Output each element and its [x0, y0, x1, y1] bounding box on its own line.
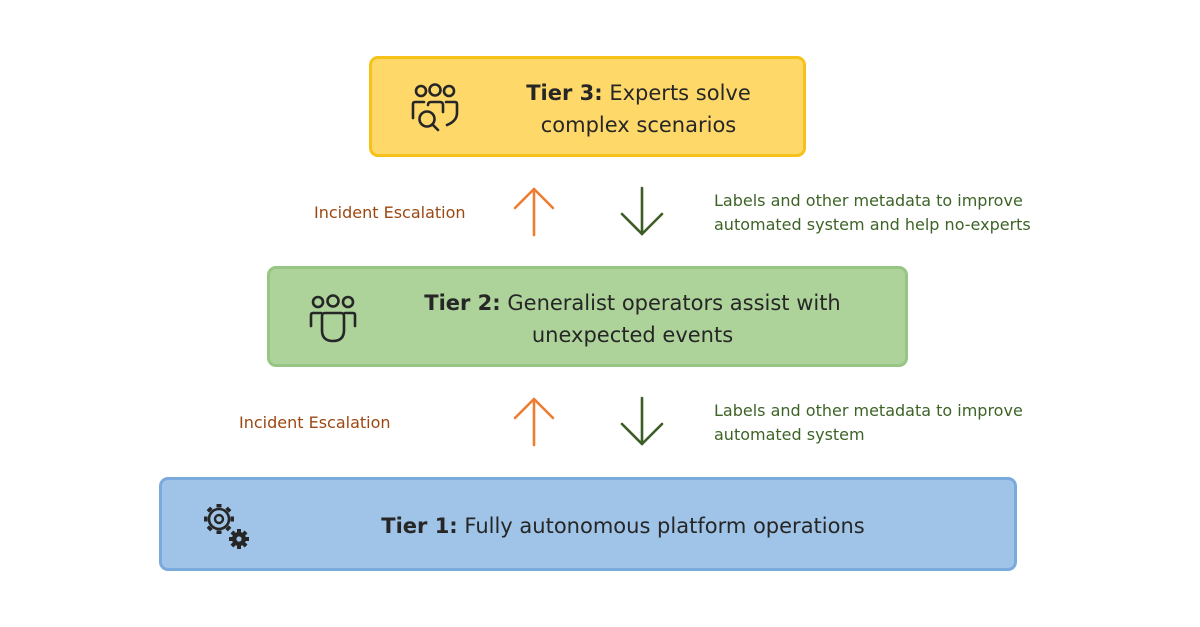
feedback-label-lower: Labels and other metadata to improve aut… [714, 401, 1023, 444]
tier-2-box: Tier 2: Generalist operators assist with… [267, 266, 908, 367]
tier-2-label: Tier 2: Generalist operators assist with… [424, 291, 841, 347]
gears-icon [204, 504, 249, 549]
incident-escalation-label-lower: Incident Escalation [239, 413, 391, 432]
incident-escalation-label-upper: Incident Escalation [314, 203, 466, 222]
escalation-arrow-up-lower [513, 397, 555, 447]
feedback-arrow-down-lower [620, 396, 664, 446]
people-search-icon [411, 83, 459, 132]
escalation-arrow-up-upper [513, 187, 555, 237]
tier-3-box: Tier 3: Experts solve complex scenarios [369, 56, 806, 157]
tier-3-label: Tier 3: Experts solve complex scenarios [526, 81, 751, 137]
feedback-arrow-down-upper [620, 186, 664, 236]
feedback-label-upper: Labels and other metadata to improve aut… [714, 191, 1031, 234]
tier-1-box: Tier 1: Fully autonomous platform operat… [159, 477, 1017, 571]
people-team-icon [309, 294, 357, 343]
tier-1-label: Tier 1: Fully autonomous platform operat… [381, 514, 865, 538]
